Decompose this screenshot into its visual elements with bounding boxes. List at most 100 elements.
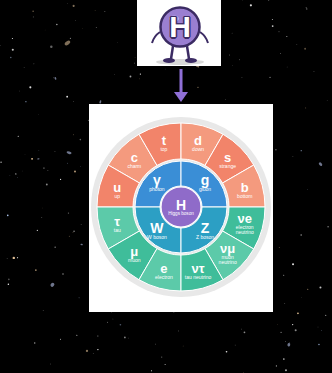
star [15, 173, 16, 174]
star [280, 53, 282, 55]
galaxy [72, 4, 75, 7]
star [165, 364, 166, 365]
particle-name: W boson [147, 235, 167, 240]
label-group: sstrange [219, 151, 236, 169]
star [178, 330, 180, 332]
star [161, 356, 162, 357]
star [307, 189, 309, 191]
particle-symbol: τ [114, 215, 121, 228]
star [82, 28, 84, 30]
star [120, 324, 122, 326]
star [13, 257, 15, 259]
star [33, 63, 35, 65]
star [73, 101, 75, 103]
particle-symbol: d [192, 134, 204, 147]
star [59, 338, 61, 340]
star [19, 90, 21, 92]
star [12, 49, 14, 51]
arrow-shaft [180, 69, 183, 94]
star [92, 352, 94, 354]
cartoon-body [161, 8, 200, 47]
star [86, 350, 88, 352]
star [295, 329, 297, 331]
star [278, 31, 280, 33]
particle-name: bottom [237, 194, 252, 199]
star [37, 230, 38, 231]
star [276, 365, 277, 366]
particle-symbol: H [168, 198, 194, 212]
star [154, 343, 156, 345]
label-group: νμmuon neutrino [214, 242, 241, 266]
star [225, 99, 227, 101]
label-group: HHiggs boson [168, 198, 194, 217]
star [164, 68, 166, 70]
galaxy [37, 158, 39, 159]
galaxy [50, 282, 55, 287]
star [10, 57, 12, 59]
star [25, 101, 26, 102]
cartoon-arm [200, 32, 208, 43]
particle-symbol: Z [196, 221, 214, 235]
particle-name: top [160, 147, 167, 152]
star [95, 26, 97, 28]
particle-symbol: μ [128, 245, 141, 258]
label-group: bbottom [237, 181, 252, 199]
star [318, 344, 319, 345]
star [8, 279, 10, 281]
star [321, 330, 323, 332]
star [285, 341, 287, 343]
star [283, 274, 285, 276]
label-group: ZZ boson [196, 221, 214, 240]
cartoon-arm [152, 32, 160, 43]
star [66, 96, 68, 98]
star [243, 372, 245, 373]
wheel-panel [89, 104, 273, 312]
star [281, 332, 282, 333]
particle-symbol: H [169, 12, 191, 42]
star [55, 247, 56, 248]
wheel-wedge [97, 165, 139, 207]
star [232, 65, 234, 67]
cartoon-foot [163, 58, 175, 63]
wheel-wedge [181, 161, 227, 207]
particle-name: up [113, 194, 121, 199]
star [75, 20, 77, 22]
star [21, 170, 23, 172]
star [182, 345, 184, 347]
star [268, 0, 269, 1]
particle-name: Higgs boson [168, 212, 194, 217]
label-group: ttop [160, 134, 167, 152]
star [34, 342, 35, 343]
star [80, 224, 82, 226]
label-group: eelectron [155, 262, 173, 280]
star [23, 67, 25, 69]
star [292, 156, 294, 158]
star [42, 207, 44, 209]
star [292, 263, 294, 265]
star [307, 288, 309, 290]
star [283, 358, 285, 360]
star [80, 139, 82, 141]
particle-name: tau [114, 228, 121, 233]
particle-symbol: u [113, 181, 121, 194]
star [127, 337, 129, 339]
star [297, 312, 299, 314]
particle-symbol: c [127, 151, 141, 164]
star [275, 149, 276, 150]
star [47, 170, 49, 172]
star [151, 370, 152, 371]
star [9, 174, 11, 176]
label-group: γphoton [149, 173, 164, 192]
particle-name: muon [128, 258, 141, 263]
star [17, 257, 18, 258]
star [301, 296, 303, 298]
star [35, 269, 37, 271]
star [62, 273, 64, 275]
particle-symbol: W [147, 221, 167, 235]
star [70, 38, 71, 39]
wheel-wedge [139, 249, 181, 291]
label-group: ccharm [127, 151, 141, 169]
cartoon-frame [137, 0, 221, 66]
star [296, 43, 298, 45]
